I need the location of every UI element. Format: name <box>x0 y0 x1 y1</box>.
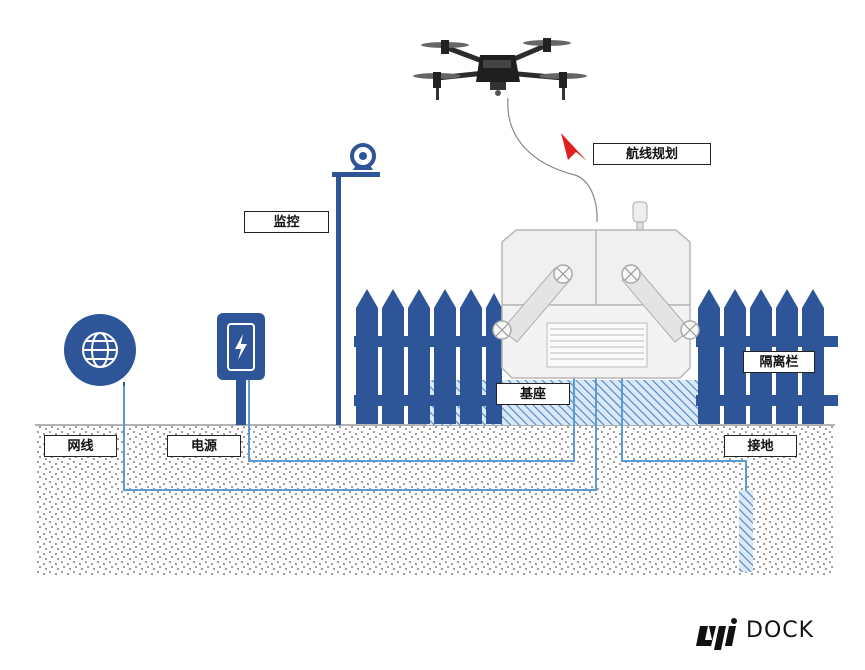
grounding-rod <box>739 490 753 572</box>
camera-icon <box>350 143 376 170</box>
label-fence: 隔离栏 <box>743 351 815 373</box>
ground-cable <box>621 378 747 490</box>
dji-logo-mark <box>696 618 737 650</box>
label-route: 航线规划 <box>593 143 711 165</box>
label-network: 网线 <box>44 435 117 457</box>
arrow-icon <box>561 133 587 161</box>
network-cable <box>123 378 597 491</box>
dock-body <box>492 201 700 379</box>
label-power: 电源 <box>167 435 241 457</box>
drone-icon <box>413 38 587 100</box>
route-path <box>507 97 598 223</box>
ground-area <box>35 425 835 575</box>
globe-icon <box>64 314 136 386</box>
power-cable <box>248 378 575 462</box>
monitor-pole <box>332 172 380 425</box>
brand-logo: DOCK <box>690 618 814 643</box>
fence-left <box>354 289 502 424</box>
label-monitor: 监控 <box>244 211 329 233</box>
label-ground: 接地 <box>724 435 797 457</box>
brand-product: DOCK <box>746 618 815 643</box>
label-base: 基座 <box>496 383 570 405</box>
lightning-icon <box>217 313 265 425</box>
